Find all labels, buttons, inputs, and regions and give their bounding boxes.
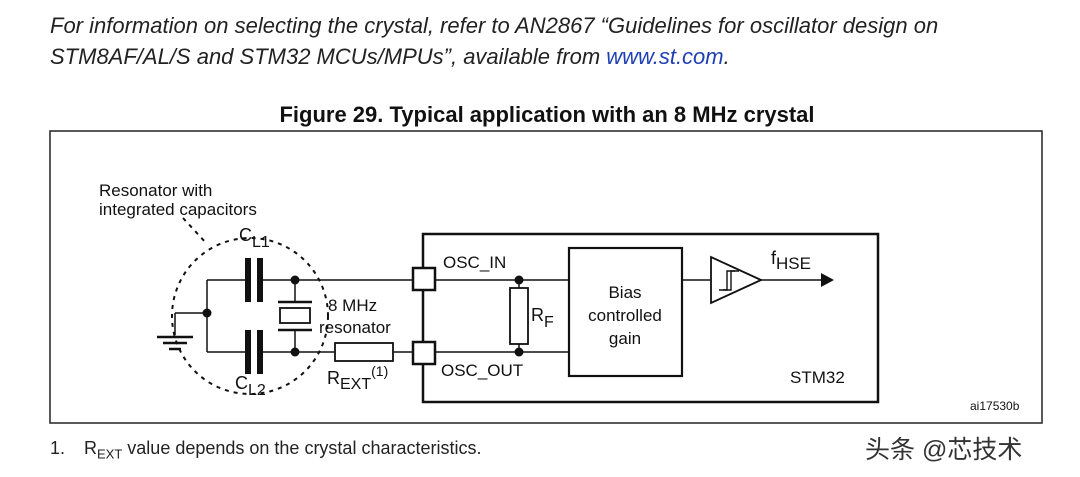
crystal-label-line1: 8 MHz	[328, 296, 377, 315]
footnote-number: 1.	[50, 438, 66, 458]
figure-reference-code: ai17530b	[970, 399, 1020, 413]
st-website-link[interactable]: www.st.com	[606, 44, 724, 69]
oscillator-schematic: Resonator with integrated capacitors CL1…	[49, 130, 1043, 424]
intro-text-end: .	[723, 44, 730, 69]
footnote-r-sub: EXT	[97, 446, 123, 462]
figure-title: Figure 29. Typical application with an 8…	[279, 102, 815, 127]
rf-top-junction	[514, 275, 524, 285]
rf-resistor-icon	[509, 287, 529, 345]
crystal-label-line2: resonator	[319, 318, 391, 337]
resonator-label-line1: Resonator with	[99, 181, 212, 200]
cl2-capacitor-icon	[245, 330, 263, 374]
gain-label-line3: gain	[609, 329, 641, 348]
resonator-label-line2: integrated capacitors	[99, 200, 257, 219]
footnote: 1. REXT value depends on the crystal char…	[50, 438, 481, 462]
intro-paragraph: For information on selecting the crystal…	[50, 10, 1060, 72]
ground-junction	[202, 308, 212, 318]
osc-out-label: OSC_OUT	[441, 361, 523, 380]
intro-text: For information on selecting the crystal…	[50, 13, 939, 69]
resonator-boundary	[171, 237, 329, 395]
fhse-label: fHSE	[771, 248, 811, 273]
crystal-icon	[278, 300, 312, 332]
rext-label: REXT(1)	[327, 363, 388, 393]
resonator-pointer	[182, 217, 208, 245]
osc-in-label: OSC_IN	[443, 253, 506, 272]
stm32-chip-box	[421, 232, 880, 404]
osc-out-pin	[411, 340, 437, 366]
footnote-r: R	[84, 438, 97, 458]
cl1-capacitor-icon	[245, 258, 263, 302]
figure-frame	[49, 130, 1043, 424]
cl1-label: CL1	[239, 225, 270, 251]
schmitt-buffer-icon	[710, 255, 764, 305]
osc-in-pin	[411, 266, 437, 292]
rf-bottom-junction	[514, 347, 524, 357]
gain-label-line2: controlled	[588, 306, 662, 325]
gain-block	[567, 246, 684, 378]
cl2-label: CL2	[235, 373, 266, 399]
rext-resistor-icon	[334, 342, 394, 362]
output-arrow-icon	[821, 273, 834, 287]
rf-label: RF	[531, 305, 554, 331]
chip-label: STM32	[790, 368, 845, 387]
source-watermark: 头条 @芯技术	[865, 436, 1023, 464]
gain-label-line1: Bias	[608, 283, 641, 302]
ground-icon	[157, 335, 193, 351]
footnote-text: value depends on the crystal characteris…	[122, 438, 482, 458]
